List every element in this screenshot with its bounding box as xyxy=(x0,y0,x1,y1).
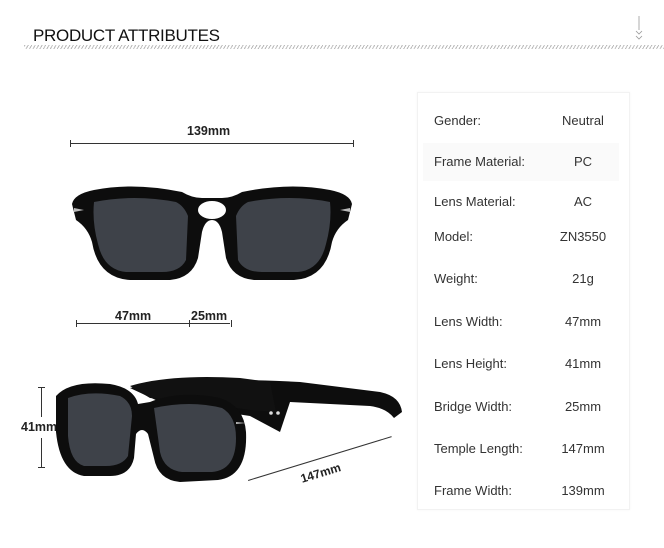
attribute-value: 21g xyxy=(572,271,594,286)
sunglasses-front-image xyxy=(72,186,352,280)
attribute-value: 25mm xyxy=(564,399,602,414)
attribute-label: Lens Height: xyxy=(434,356,507,371)
attribute-row-frame-material: Frame Material: PC xyxy=(423,143,619,181)
lens-width-dimension-label: 47mm xyxy=(115,309,152,323)
attribute-value: 47mm xyxy=(564,314,602,329)
attribute-label: Frame Material: xyxy=(434,154,526,169)
attribute-value: 147mm xyxy=(561,441,605,456)
attribute-value: PC xyxy=(573,154,593,169)
dimension-tick xyxy=(353,140,354,147)
attribute-value: 139mm xyxy=(561,483,605,498)
dimension-tick xyxy=(38,387,45,388)
attribute-value: AC xyxy=(573,194,593,209)
dimension-tick xyxy=(231,320,232,327)
attributes-panel: Gender: Neutral Frame Material: PC Lens … xyxy=(417,92,630,510)
bridge-width-dimension-label: 25mm xyxy=(191,309,228,323)
attribute-label: Lens Material: xyxy=(434,194,516,209)
section-title: PRODUCT ATTRIBUTES xyxy=(33,26,220,45)
attribute-label: Weight: xyxy=(434,271,478,286)
hatched-divider xyxy=(24,45,664,49)
attribute-label: Bridge Width: xyxy=(434,399,513,414)
lens-height-dimension-label: 41mm xyxy=(21,420,58,434)
double-chevron-down-icon[interactable] xyxy=(634,16,644,42)
attribute-value: Neutral xyxy=(562,113,604,128)
dimension-tick xyxy=(70,140,71,147)
lens-height-dimension-line xyxy=(41,387,42,417)
attribute-label: Model: xyxy=(434,229,474,244)
attribute-label: Gender: xyxy=(434,113,481,128)
lens-height-dimension-line xyxy=(41,438,42,467)
frame-width-dimension-line xyxy=(70,143,354,144)
attribute-value: 41mm xyxy=(564,356,602,371)
attribute-label: Lens Width: xyxy=(434,314,503,329)
frame-width-dimension-label: 139mm xyxy=(187,124,231,138)
sunglasses-side-image xyxy=(56,377,402,482)
dimension-tick xyxy=(189,320,190,327)
dimension-tick xyxy=(76,320,77,327)
lens-bridge-dimension-line xyxy=(76,323,230,324)
dimension-tick xyxy=(38,467,45,468)
attribute-label: Frame Width: xyxy=(434,483,513,498)
attribute-label: Temple Length: xyxy=(434,441,523,456)
attribute-value: ZN3550 xyxy=(559,229,607,244)
